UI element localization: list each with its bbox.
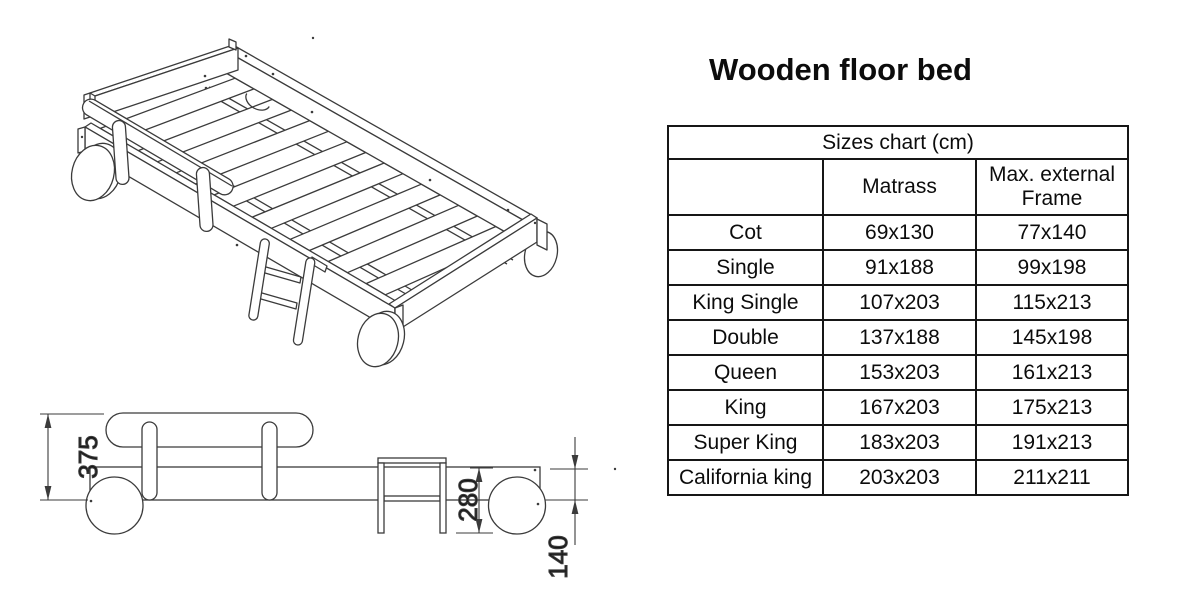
front-ladder xyxy=(377,457,447,534)
frame-size: 115x213 xyxy=(975,284,1129,321)
front-dots xyxy=(89,467,617,506)
dimensions: 375 280 140 xyxy=(40,413,588,579)
table-header-row: Matrass Max. external Frame xyxy=(667,158,1129,216)
bed-type: King Single xyxy=(667,284,824,321)
wheel-head-near xyxy=(70,142,123,202)
bed-type: King xyxy=(667,389,824,426)
bed-type: Queen xyxy=(667,354,824,391)
table-row: Single 91x188 99x198 xyxy=(667,249,1129,286)
handle-cutout xyxy=(245,93,270,111)
dimension-375-label: 375 xyxy=(73,435,103,478)
table-row: King 167x203 175x213 xyxy=(667,389,1129,426)
front-view xyxy=(85,412,617,535)
front-frame-band xyxy=(89,466,541,501)
matrass-size: 153x203 xyxy=(822,354,977,391)
matrass-size: 107x203 xyxy=(822,284,977,321)
table-caption: Sizes chart (cm) xyxy=(667,125,1129,160)
table-row: King Single 107x203 115x213 xyxy=(667,284,1129,321)
bed-type: California king xyxy=(667,459,824,496)
matrass-size: 91x188 xyxy=(822,249,977,286)
matrass-size: 137x188 xyxy=(822,319,977,356)
rail-post-2 xyxy=(195,166,214,233)
matrass-size: 167x203 xyxy=(822,389,977,426)
bed-type: Cot xyxy=(667,214,824,251)
table-row: California king 203x203 211x211 xyxy=(667,459,1129,496)
dimension-frame-height: 140 xyxy=(542,437,588,579)
page-title: Wooden floor bed xyxy=(709,52,972,87)
frame-size: 77x140 xyxy=(975,214,1129,251)
sizes-table: Sizes chart (cm) Matrass Max. external F… xyxy=(667,125,1129,496)
safety-rail xyxy=(81,98,234,233)
table-row: Cot 69x130 77x140 xyxy=(667,214,1129,251)
frame-size: 191x213 xyxy=(975,424,1129,461)
wheel-foot-near xyxy=(356,310,406,368)
table-caption-row: Sizes chart (cm) xyxy=(667,125,1129,160)
dimension-overall-height: 375 xyxy=(40,413,104,501)
front-post-2 xyxy=(261,421,278,501)
col-header-matrass: Matrass xyxy=(822,158,977,216)
isometric-view xyxy=(70,36,559,368)
col-header-frame: Max. external Frame xyxy=(975,158,1129,216)
frame-size: 161x213 xyxy=(975,354,1129,391)
ladder xyxy=(248,238,328,346)
front-wheel-right xyxy=(487,476,547,535)
table-row: Super King 183x203 191x213 xyxy=(667,424,1129,461)
matrass-size: 183x203 xyxy=(822,424,977,461)
table-row: Double 137x188 145x198 xyxy=(667,319,1129,356)
bed-type: Double xyxy=(667,319,824,356)
matrass-size: 69x130 xyxy=(822,214,977,251)
dimension-deck-height: 280 xyxy=(452,467,493,534)
frame-size: 211x211 xyxy=(975,459,1129,496)
screw-dots xyxy=(80,36,537,247)
rail-post-1 xyxy=(111,119,130,186)
bed-type: Single xyxy=(667,249,824,286)
frame-size: 99x198 xyxy=(975,249,1129,286)
bed-slats xyxy=(99,77,516,296)
dimension-140-label: 140 xyxy=(543,535,573,578)
col-header-type xyxy=(667,158,824,216)
footboard xyxy=(388,213,548,341)
frame-size: 175x213 xyxy=(975,389,1129,426)
table-row: Queen 153x203 161x213 xyxy=(667,354,1129,391)
front-wheel-left xyxy=(85,476,144,535)
matrass-size: 203x203 xyxy=(822,459,977,496)
dimension-280-label: 280 xyxy=(453,478,483,521)
bed-type: Super King xyxy=(667,424,824,461)
front-post-1 xyxy=(141,421,158,501)
frame-size: 145x198 xyxy=(975,319,1129,356)
technical-drawing: 375 280 140 xyxy=(40,36,617,579)
front-rail xyxy=(105,412,314,448)
